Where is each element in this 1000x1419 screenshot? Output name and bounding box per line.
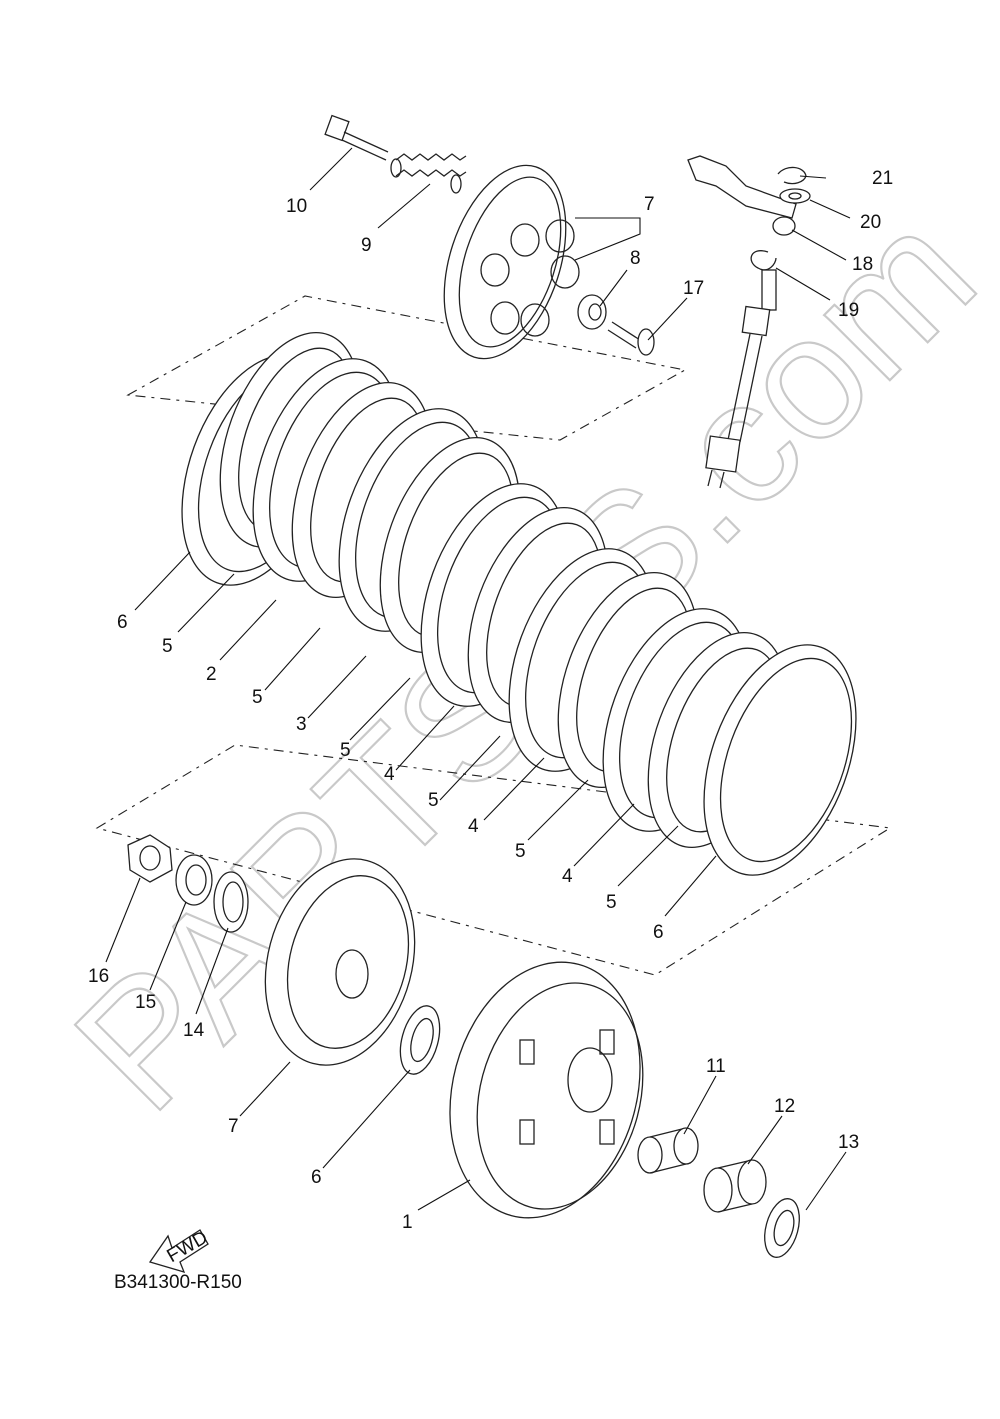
- callout-18: 18: [852, 254, 873, 275]
- callout-8: 8: [630, 248, 641, 269]
- callout-5: 5: [428, 790, 439, 811]
- callout-5: 5: [606, 892, 617, 913]
- callout-4: 4: [562, 866, 573, 887]
- callout-15: 15: [135, 992, 156, 1013]
- push-rod: [607, 321, 655, 356]
- callout-5: 5: [515, 841, 526, 862]
- needle-bearing: [703, 1159, 767, 1213]
- spacer-11: [637, 1127, 699, 1174]
- circlip-21: [777, 166, 807, 185]
- fwd-arrow-icon: FWD: [148, 1227, 211, 1274]
- callout-13: 13: [838, 1132, 859, 1153]
- callout-4: 4: [468, 816, 479, 837]
- callout-20: 20: [860, 212, 881, 233]
- callout-4: 3: [296, 714, 307, 735]
- push-lever-shaft: [687, 155, 797, 489]
- lock-nut: [127, 834, 173, 883]
- callout-6: 6: [653, 922, 664, 943]
- callout-5: 5: [162, 636, 173, 657]
- bolt: [324, 114, 389, 161]
- callout-7: 7: [644, 194, 655, 215]
- callout-16: 16: [88, 966, 109, 987]
- washer-20: [779, 188, 811, 204]
- bearing: [577, 294, 607, 330]
- leader-lines: [105, 147, 851, 1211]
- callout-19: 19: [838, 300, 859, 321]
- washer-14: [213, 871, 249, 933]
- callout-3: 7: [228, 1116, 239, 1137]
- primary-driven-gear: [449, 961, 644, 1219]
- callout-10: 10: [286, 196, 307, 217]
- callout-9: 9: [361, 235, 372, 256]
- callout-12: 12: [774, 1096, 795, 1117]
- callout-2: 6: [311, 1167, 322, 1188]
- callout-17: 17: [683, 278, 704, 299]
- callout-1: 1: [402, 1212, 413, 1233]
- callout-5: 5: [340, 740, 351, 761]
- fwd-label: FWD: [163, 1227, 211, 1267]
- clutch-pack-frame: [95, 744, 892, 976]
- pressure-plate: [443, 164, 580, 360]
- callout-4: 4: [384, 764, 395, 785]
- callout-14: 14: [183, 1020, 205, 1041]
- drawing-code: B341300-R150: [114, 1272, 242, 1293]
- callout-6: 6: [117, 612, 128, 633]
- clutch-spring: [390, 153, 467, 194]
- clutch-boss: [264, 858, 416, 1066]
- washer-13: [764, 1198, 800, 1258]
- callout-21: 21: [872, 168, 893, 189]
- lock-washer: [175, 854, 213, 906]
- callout-11: 11: [706, 1056, 726, 1077]
- friction-plate-6-right: [703, 644, 857, 876]
- callout-4: 2: [206, 664, 217, 685]
- thrust-washer: [399, 1005, 441, 1075]
- callout-5: 5: [252, 687, 263, 708]
